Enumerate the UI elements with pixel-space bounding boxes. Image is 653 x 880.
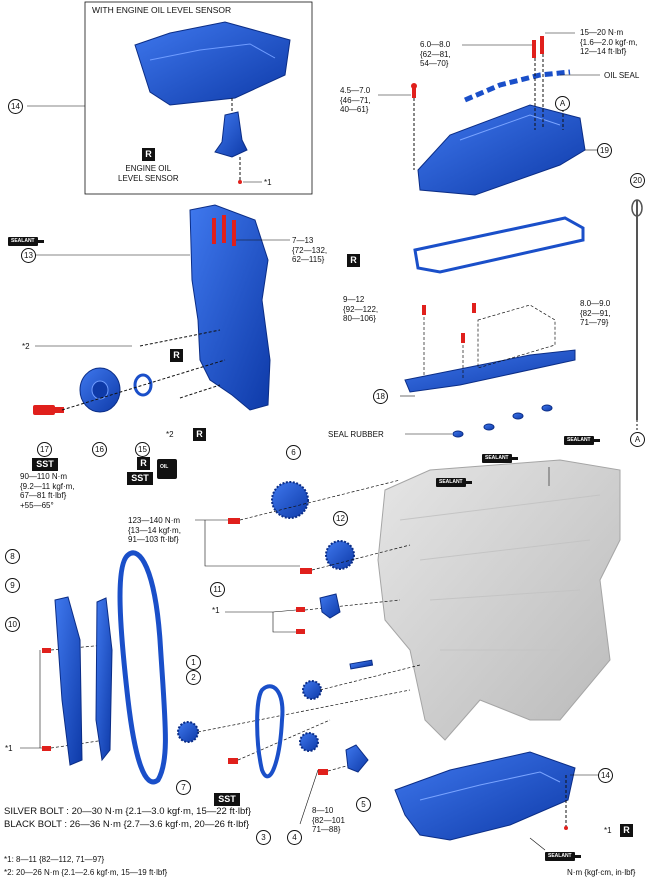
r-badge-oil-pan: R [620, 824, 633, 837]
ref-1-guide: *1 [5, 744, 13, 753]
sealant-label: SEALANT [564, 436, 594, 445]
r-replace-badge: R [142, 148, 155, 161]
oil-can-icon: OIL [157, 459, 177, 479]
ref-1-oil-pan: *1 [604, 826, 612, 835]
callout-14-oil-pan: 14 [598, 768, 613, 783]
torque-cam-cover-stud: 6.0—8.0 {62—81, 54—70} [420, 40, 451, 68]
sealant-icon: SEALANT [545, 852, 581, 861]
callout-20: 20 [630, 173, 645, 188]
callout-7: 7 [176, 780, 191, 795]
callout-11: 11 [210, 582, 225, 597]
exhaust-cam-sprocket [271, 481, 309, 519]
oil-label: OIL [160, 464, 169, 470]
inset-oil-pan [134, 21, 291, 106]
tensioner-arm [95, 597, 113, 762]
units-note: N·m {kgf·cm, in·lbf} [567, 868, 636, 877]
callout-3: 3 [256, 830, 271, 845]
ref-mark: *1 [264, 178, 272, 187]
sealant-icon: SEALANT [482, 454, 518, 463]
oil-pump-chain-guide [345, 744, 369, 773]
crank-pulley [79, 367, 121, 413]
inset-level-sensor [214, 111, 248, 158]
oil-pan [394, 751, 576, 841]
intake-cam-sprocket [325, 540, 355, 570]
engine-block [377, 459, 621, 741]
sealant-icon: SEALANT [8, 237, 44, 246]
torque-baffle-left: 9—12 {92—122, 80—106} [343, 295, 379, 323]
callout-2: 2 [186, 670, 201, 685]
sealant-label: SEALANT [436, 478, 466, 487]
r-badge-front-seal: R [137, 457, 150, 470]
callout-15: 15 [135, 442, 150, 457]
torque-cam-cover-top: 15—20 N·m {1.6—2.0 kgf·m, 12—14 ft·lbf} [580, 28, 638, 56]
seal-rubber-label: SEAL RUBBER [328, 430, 384, 439]
torque-front-cover: 7—13 {72—132, 62—115} [292, 236, 328, 264]
footnote-2: *2: 20—26 N·m {2.1—2.6 kgf·m, 15—19 ft·l… [4, 868, 168, 877]
torque-baffle-right: 8.0—9.0 {82—91, 71—79} [580, 299, 611, 327]
ref-2-a: *2 [22, 342, 30, 351]
sealant-label: SEALANT [8, 237, 38, 246]
r-badge-gasket: R [347, 254, 360, 267]
callout-1: 1 [186, 655, 201, 670]
ref-1-tensioner: *1 [212, 606, 220, 615]
chain-guide [54, 596, 83, 766]
oil-pump-chain [255, 684, 285, 779]
callout-17: 17 [37, 442, 52, 457]
ref-a-top: A [555, 96, 570, 111]
sealant-icon: SEALANT [436, 478, 472, 487]
callout-18: 18 [373, 389, 388, 404]
sealant-icon: SEALANT [564, 436, 600, 445]
callout-4: 4 [287, 830, 302, 845]
ref-a-bottom: A [630, 432, 645, 447]
ref-2-b: *2 [166, 430, 174, 439]
cam-cover-gasket [413, 216, 585, 274]
timing-chain [117, 550, 168, 785]
callout-6: 6 [286, 445, 301, 460]
oil-seal-row [464, 69, 571, 103]
callout-13: 13 [21, 248, 36, 263]
r-badge-cover-bolt-2: R [193, 428, 206, 441]
sst-badge-seal: SST [127, 472, 153, 485]
footnote-1: *1: 8—11 {82—112, 71—97} [4, 855, 105, 864]
r-badge-cover-bolt: R [170, 349, 183, 362]
cylinder-head-cover [417, 104, 586, 196]
sst-badge-oil-pump: SST [214, 793, 240, 806]
oil-seal-label: OIL SEAL [604, 71, 640, 80]
inset-frame [84, 1, 313, 195]
sealant-label: SEALANT [482, 454, 512, 463]
callout-5: 5 [356, 797, 371, 812]
callout-16: 16 [92, 442, 107, 457]
callout-8: 8 [5, 549, 20, 564]
callout-14: 14 [8, 99, 23, 114]
callout-9: 9 [5, 578, 20, 593]
crank-bolt [33, 405, 64, 415]
front-oil-seal [133, 373, 153, 397]
sealant-label: SEALANT [545, 852, 575, 861]
callout-12: 12 [333, 511, 348, 526]
crank-sprocket [177, 721, 199, 743]
callout-10: 10 [5, 617, 20, 632]
torque-cam-sprocket: 123—140 N·m {13—14 kgf·m, 91—103 ft·lbf} [128, 516, 181, 544]
sst-badge-crank: SST [32, 458, 58, 471]
silver-bolt-note: SILVER BOLT : 20—30 N·m {2.1—3.0 kgf·m, … [4, 806, 252, 817]
torque-crank-bolt: 90—110 N·m {9.2—11 kgf·m, 67—81 ft·lbf} … [20, 472, 75, 510]
oil-pump-drive-sprocket [302, 680, 322, 700]
chain-tensioner [319, 593, 341, 619]
torque-cam-cover-side: 4.5—7.0 {46—71, 40—61} [340, 86, 371, 114]
callout-19: 19 [597, 143, 612, 158]
black-bolt-note: BLACK BOLT : 26—36 N·m {2.7—3.6 kgf·m, 2… [4, 819, 250, 830]
dipstick [631, 199, 643, 432]
inset-title: WITH ENGINE OIL LEVEL SENSOR [92, 5, 232, 15]
torque-oil-pump-sprocket: 8—10 {82—101 71—88} [312, 806, 345, 834]
timing-chain-cover [189, 204, 271, 411]
oil-pump-sprocket [299, 732, 319, 752]
oil-separator-baffle [404, 349, 576, 393]
engine-oil-level-sensor-label: ENGINE OIL LEVEL SENSOR [118, 164, 179, 183]
